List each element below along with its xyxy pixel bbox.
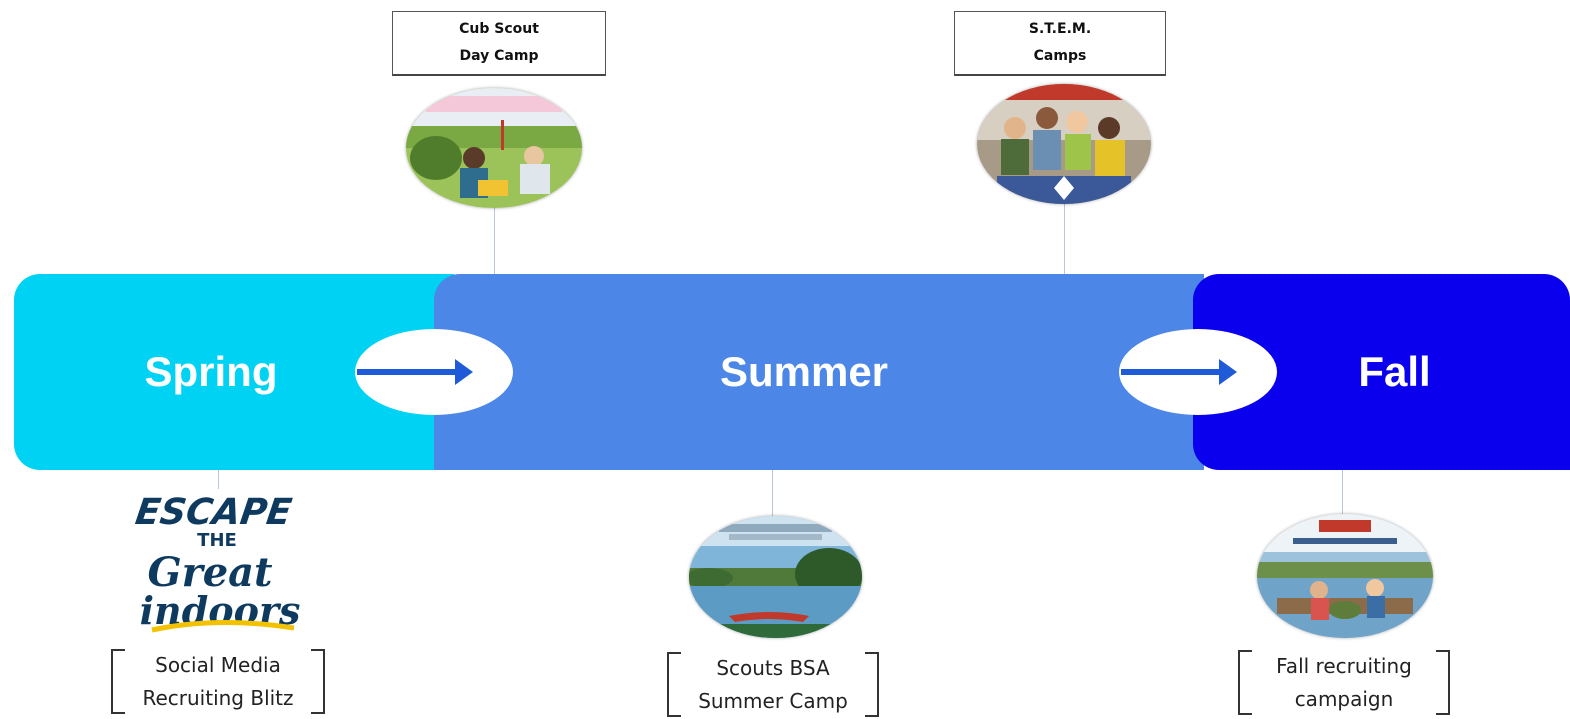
event-box-cub-scout-day-camp: Cub Scout Day Camp xyxy=(392,11,606,76)
event-line-2: Camps xyxy=(1033,48,1087,64)
arrow-right-icon xyxy=(357,359,473,385)
event-line-1: Social Media xyxy=(155,652,281,677)
event-box-stem-camps: S.T.E.M. Camps xyxy=(954,11,1166,76)
event-line-2: Day Camp xyxy=(459,48,539,64)
logo-line-2: THE xyxy=(197,530,237,551)
connector-summer-camp xyxy=(772,469,773,519)
season-label-summer: Summer xyxy=(719,348,889,395)
connector-cub-scout xyxy=(494,205,495,275)
photo-cub-scout-day-camp xyxy=(406,88,582,208)
connector-social-media xyxy=(218,469,219,489)
photo-scouts-bsa-summer-camp xyxy=(689,516,862,638)
transition-summer-fall xyxy=(1119,329,1277,415)
arrow-right-icon xyxy=(1121,359,1237,385)
photo-stem-camps xyxy=(977,84,1151,204)
event-line-2: Recruiting Blitz xyxy=(142,685,294,710)
season-band-summer: Summer xyxy=(434,274,1204,470)
event-line-1: Scouts BSA xyxy=(716,655,830,680)
season-label-fall: Fall xyxy=(1358,348,1431,395)
escape-the-great-indoors-logo: ESCAPE THE Great indoors xyxy=(122,488,312,638)
photo-fall-recruiting-campaign xyxy=(1257,514,1433,638)
event-line-1: S.T.E.M. xyxy=(1028,21,1092,37)
event-box-social-media-recruiting-blitz: Social Media Recruiting Blitz xyxy=(111,649,325,714)
logo-line-3: Great xyxy=(147,549,273,596)
event-line-1: Fall recruiting xyxy=(1276,653,1412,678)
connector-fall-recruiting xyxy=(1342,469,1343,517)
connector-stem xyxy=(1064,202,1065,275)
logo-line-1: ESCAPE xyxy=(133,490,295,533)
season-label-spring: Spring xyxy=(144,348,278,395)
transition-spring-summer xyxy=(355,329,513,415)
event-box-scouts-bsa-summer-camp: Scouts BSA Summer Camp xyxy=(667,652,879,717)
event-line-1: Cub Scout xyxy=(459,21,539,37)
event-line-2: campaign xyxy=(1294,686,1394,711)
event-line-2: Summer Camp xyxy=(698,688,848,713)
event-box-fall-recruiting-campaign: Fall recruiting campaign xyxy=(1238,650,1450,715)
